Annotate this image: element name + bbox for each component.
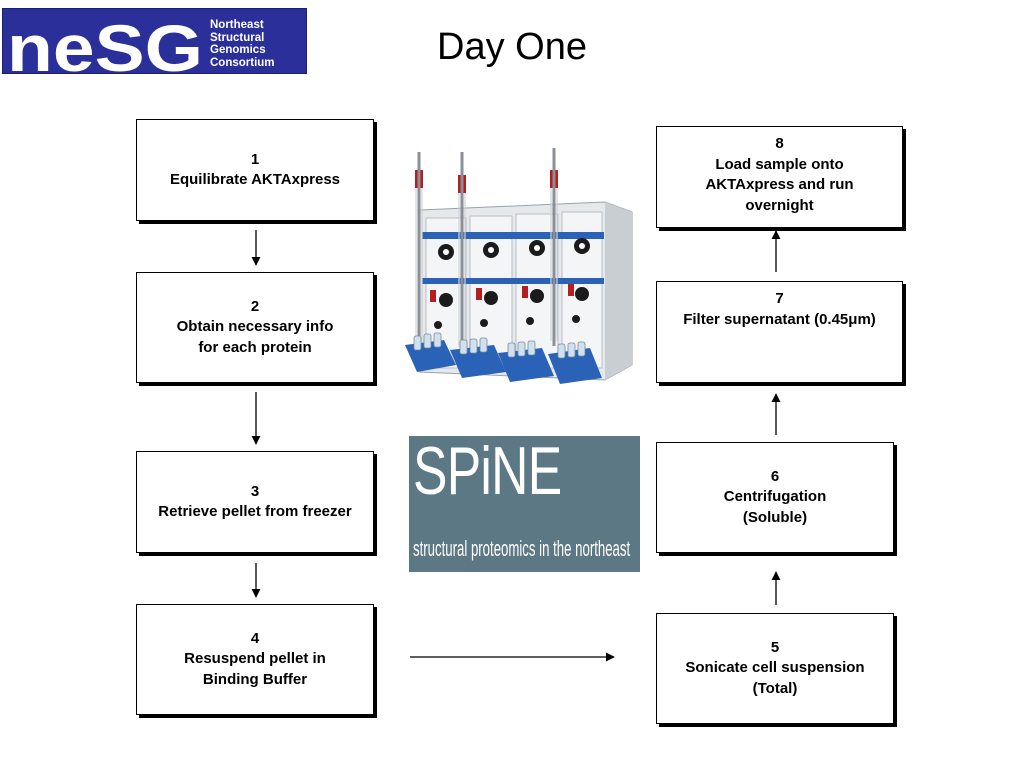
step-text: Filter supernatant (0.45μm)	[683, 310, 876, 328]
step-2-box: 2 Obtain necessary info for each protein	[136, 272, 374, 383]
aktaxpress-instrument-image	[405, 148, 633, 384]
step-1-box: 1 Equilibrate AKTAxpress	[136, 119, 374, 221]
step-number: 1	[250, 150, 260, 168]
logo-line: Consortium	[210, 56, 275, 69]
nesg-logo: neSG Northeast Structural Genomics Conso…	[2, 8, 307, 74]
step-text: Load sample onto AKTAxpress and run over…	[705, 155, 854, 214]
step-3-box: 3 Retrieve pellet from freezer	[136, 451, 374, 553]
step-7-box: 7 Filter supernatant (0.45μm)	[656, 281, 903, 383]
spine-logo-word: SPiNE	[413, 436, 562, 509]
step-4-box: 4 Resuspend pellet in Binding Buffer	[136, 604, 374, 715]
step-text: Obtain necessary info for each protein	[176, 318, 334, 356]
step-number: 2	[250, 297, 260, 315]
step-number: 3	[250, 482, 260, 500]
step-text: Resuspend pellet in Binding Buffer	[184, 650, 326, 688]
logo-line: Structural	[210, 31, 265, 44]
logo-line: Genomics	[210, 44, 266, 57]
logo-line: Northeast	[210, 19, 264, 31]
step-5-box: 5 Sonicate cell suspension (Total)	[656, 613, 894, 724]
spine-logo: SPiNE structural proteomics in the north…	[409, 436, 640, 572]
step-number: 8	[775, 135, 784, 152]
step-text: Equilibrate AKTAxpress	[169, 171, 341, 188]
nesg-logo-mark: neSG	[7, 11, 203, 74]
step-text: Centrifugation (Soluble)	[723, 488, 827, 526]
page-title: Day One	[437, 26, 587, 68]
nesg-logo-caption: Northeast Structural Genomics Consortium	[210, 19, 275, 69]
step-number: 7	[775, 290, 784, 307]
spine-logo-tagline: structural proteomics in the northeast	[413, 536, 631, 561]
step-6-box: 6 Centrifugation (Soluble)	[656, 442, 894, 553]
nesg-logo-letters: neSG	[7, 11, 203, 74]
step-number: 4	[250, 629, 260, 647]
step-text: Retrieve pellet from freezer	[158, 503, 352, 520]
step-8-box: 8 Load sample onto AKTAxpress and run ov…	[656, 126, 903, 228]
step-number: 6	[770, 467, 780, 485]
step-text: Sonicate cell suspension (Total)	[685, 659, 865, 697]
step-number: 5	[770, 638, 780, 656]
